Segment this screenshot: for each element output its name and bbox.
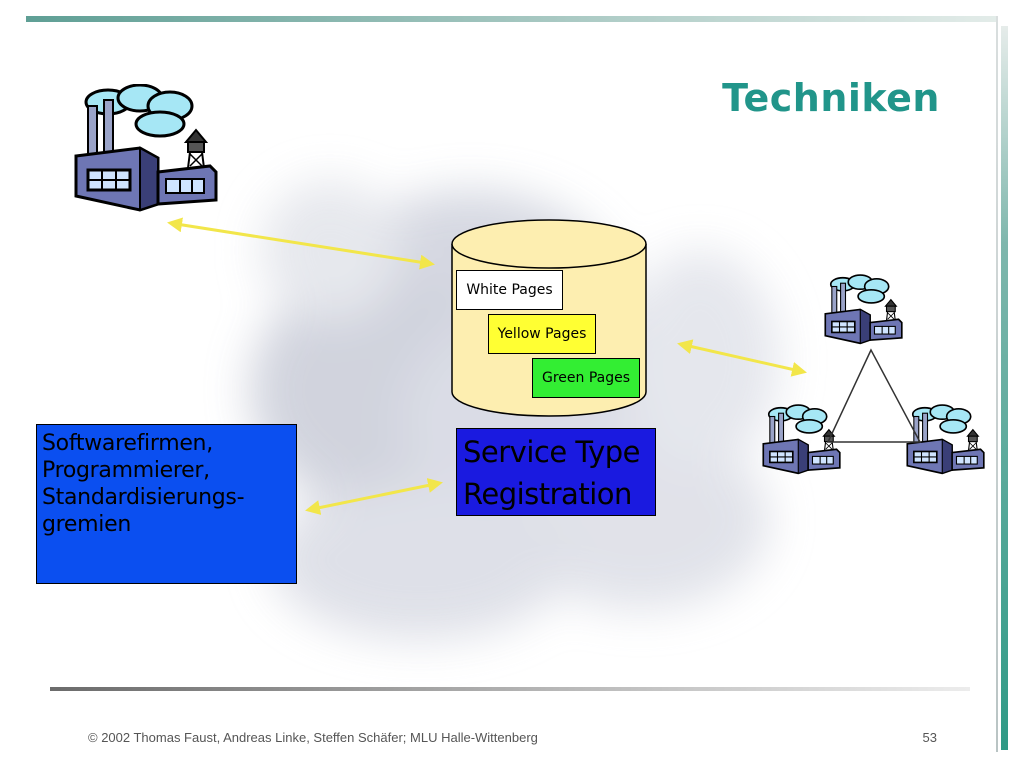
service-type-registration-box: Service Type Registration — [456, 428, 656, 516]
arrow-factory-registry — [167, 217, 435, 270]
service-type-line-2: Registration — [463, 477, 632, 511]
factory-icon-right-left — [762, 404, 841, 475]
yellow-pages-label: Yellow Pages — [488, 314, 596, 354]
footer-copyright: © 2002 Thomas Faust, Andreas Linke, Stef… — [88, 730, 538, 745]
frame-top-bar — [26, 16, 998, 22]
developers-line-2: Programmierer, — [42, 458, 210, 483]
page-number: 53 — [922, 730, 937, 745]
arrow-registry-network — [677, 339, 807, 377]
factory-icon-top-left — [74, 84, 218, 212]
white-pages-label: White Pages — [456, 270, 563, 310]
frame-right-line — [996, 16, 998, 752]
factory-icon-right-top — [824, 274, 903, 345]
frame-bottom-line — [50, 687, 970, 691]
developers-line-4: gremien — [42, 512, 131, 537]
network-triangle — [826, 348, 922, 443]
slide-title: Techniken — [722, 76, 940, 120]
frame-right-bar — [1001, 26, 1008, 750]
developers-line-1: Softwarefirmen, — [42, 431, 213, 456]
arrow-developers-registration — [305, 478, 443, 515]
green-pages-label: Green Pages — [532, 358, 640, 398]
developers-line-3: Standardisierungs- — [42, 485, 245, 510]
service-type-line-1: Service Type — [463, 435, 641, 469]
developers-box: Softwarefirmen, Programmierer, Standardi… — [36, 424, 297, 584]
